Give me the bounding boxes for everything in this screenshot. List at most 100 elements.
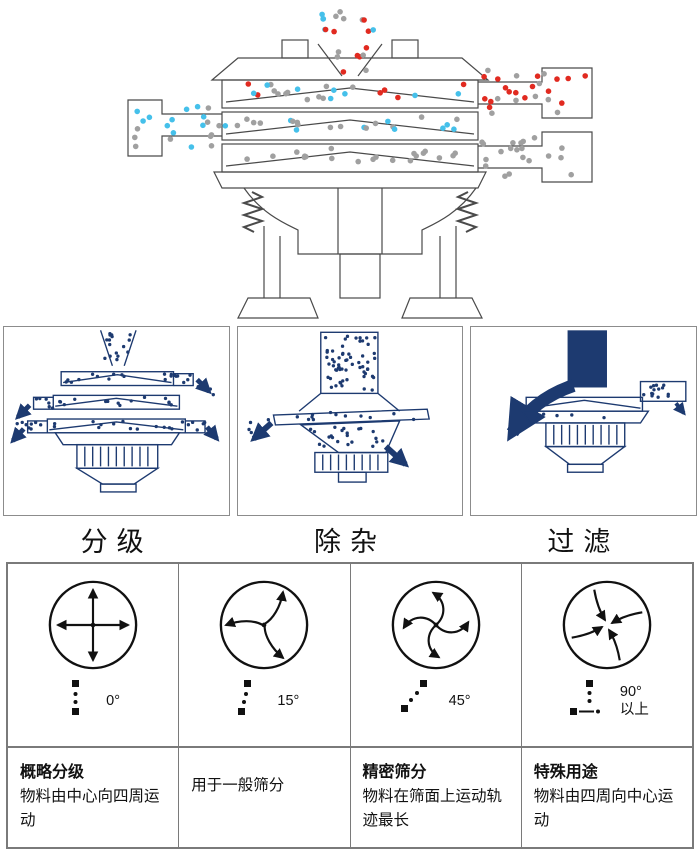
angle-value-1: 15° bbox=[277, 692, 300, 709]
particle-dot bbox=[343, 337, 347, 341]
particle-dot bbox=[208, 387, 213, 391]
particle-dot bbox=[188, 144, 195, 150]
arrow-left-2 bbox=[10, 426, 27, 444]
particle-dot bbox=[536, 80, 543, 87]
particle-dot bbox=[190, 420, 195, 425]
duct-right-1 bbox=[173, 372, 194, 387]
particle-dot bbox=[310, 412, 314, 417]
particle-dot bbox=[327, 95, 334, 102]
particle-dot bbox=[99, 422, 103, 427]
particle-dot bbox=[331, 28, 337, 35]
particle-dot bbox=[330, 357, 334, 362]
particle-dot bbox=[337, 9, 343, 15]
mesh-line-3 bbox=[225, 151, 475, 167]
particle-dot bbox=[170, 427, 174, 431]
particle-dot bbox=[343, 414, 347, 418]
particle-dot bbox=[568, 171, 574, 178]
particle-dot bbox=[169, 116, 175, 123]
body-band bbox=[313, 451, 389, 473]
particle-dot bbox=[127, 338, 131, 342]
weight-angle-indicator-3: 90° 以上 bbox=[560, 678, 654, 724]
particle-dot bbox=[69, 380, 74, 384]
angle-cell-3: 90° 以上 bbox=[520, 564, 692, 746]
particle-dot bbox=[360, 52, 367, 58]
particle-dot bbox=[207, 133, 214, 140]
particle-dot bbox=[275, 91, 281, 97]
particle-dot bbox=[358, 336, 362, 340]
particle-dot bbox=[363, 67, 369, 74]
app-panel-classification bbox=[3, 326, 230, 516]
particle-dot bbox=[323, 83, 330, 90]
particle-dot bbox=[167, 136, 174, 142]
particle-dot bbox=[340, 379, 345, 383]
mesh-1 bbox=[63, 373, 172, 384]
particle-dot bbox=[327, 435, 331, 439]
particle-dot bbox=[142, 395, 147, 400]
particle-dot bbox=[128, 426, 133, 431]
particle-dot bbox=[520, 138, 526, 145]
particle-dot bbox=[208, 143, 215, 149]
particle-dot bbox=[545, 96, 552, 103]
particle-dot bbox=[373, 436, 378, 441]
particle-dot bbox=[340, 69, 347, 75]
particle-dot bbox=[116, 354, 120, 358]
particle-dot bbox=[200, 122, 206, 129]
particle-dot bbox=[366, 342, 370, 346]
particle-dot bbox=[482, 96, 488, 102]
particle-dot bbox=[513, 73, 520, 79]
angle-table: 0° bbox=[6, 562, 694, 849]
particle-dot bbox=[91, 420, 95, 424]
particle-dot bbox=[132, 134, 138, 141]
desc-title-0: 概略分级 bbox=[20, 764, 85, 781]
deck-1 bbox=[60, 371, 175, 387]
particle-dot bbox=[340, 351, 345, 356]
base-flange bbox=[521, 410, 651, 424]
particle-dot bbox=[290, 118, 296, 125]
particle-dot bbox=[204, 119, 211, 125]
particle-dot bbox=[44, 397, 48, 401]
particle-dot bbox=[33, 420, 38, 425]
particle-dot bbox=[371, 429, 375, 434]
particle-dot bbox=[526, 157, 532, 164]
weight-angle-45-icon bbox=[400, 680, 427, 712]
particle-dot bbox=[324, 355, 329, 360]
particle-dot bbox=[652, 384, 656, 388]
angle-cell-1: 15° bbox=[178, 564, 349, 746]
desc-text-3: 物料由四周向中心运动 bbox=[533, 788, 674, 830]
particle-dot bbox=[358, 426, 363, 431]
particle-dot bbox=[342, 91, 348, 97]
particle-dot bbox=[545, 153, 552, 159]
particle-dot bbox=[234, 122, 241, 129]
particle-dot bbox=[266, 418, 270, 422]
particle-dot bbox=[112, 372, 116, 376]
particle-dot bbox=[407, 157, 414, 164]
feed-column bbox=[319, 331, 379, 395]
particle-dot bbox=[343, 368, 348, 372]
particle-dot bbox=[349, 440, 354, 444]
particle-dot bbox=[542, 412, 546, 416]
particle-dot bbox=[649, 385, 653, 389]
machine-body bbox=[243, 187, 477, 255]
particle-dot bbox=[121, 419, 125, 424]
arrow-fines-right bbox=[383, 444, 409, 468]
particle-dot bbox=[319, 11, 325, 18]
particle-dot bbox=[329, 155, 335, 162]
particle-dot bbox=[483, 156, 489, 163]
particle-dot bbox=[531, 135, 538, 141]
particle-dot bbox=[502, 85, 509, 91]
particle-dot bbox=[336, 363, 341, 367]
particle-dot bbox=[295, 415, 299, 419]
particle-dot bbox=[337, 123, 344, 130]
weight-angle-indicator-2: 45° bbox=[389, 678, 483, 724]
particle-dot bbox=[34, 397, 39, 401]
particle-dot bbox=[554, 109, 561, 116]
residue-duct bbox=[640, 380, 687, 402]
particle-dot bbox=[90, 372, 95, 376]
particle-dot bbox=[114, 351, 119, 355]
particle-dot bbox=[532, 93, 539, 100]
particle-dot bbox=[373, 154, 379, 160]
particle-dot bbox=[391, 412, 396, 416]
particle-dot bbox=[170, 130, 177, 136]
particle-dot bbox=[294, 119, 301, 126]
